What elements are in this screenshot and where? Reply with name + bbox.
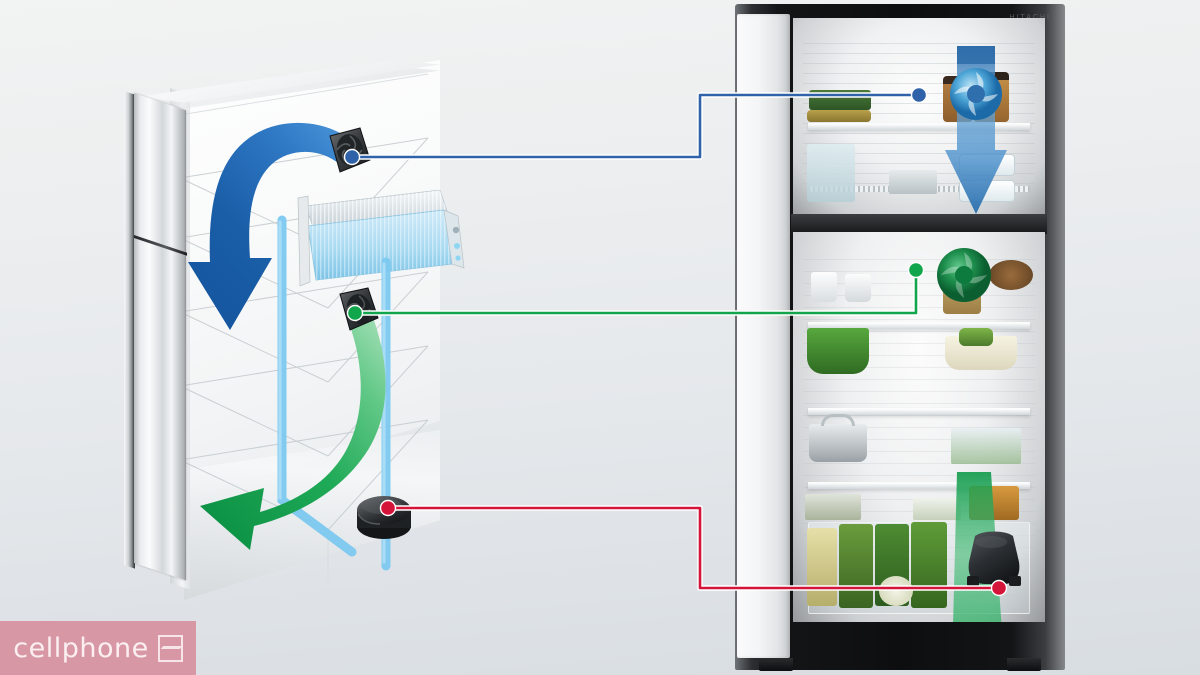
food-item xyxy=(845,274,871,302)
pot-handle xyxy=(821,414,855,426)
freezer-fan-unit[interactable] xyxy=(326,126,374,176)
fridge-airflow-arrow xyxy=(198,310,428,570)
watermark-logo-mark xyxy=(157,634,183,662)
door-front-panel xyxy=(134,93,186,581)
freezer-airflow-arrow xyxy=(180,112,400,382)
freezer-compartment xyxy=(793,18,1045,214)
food-item xyxy=(809,424,867,462)
fridge-fan-photo[interactable] xyxy=(935,246,993,304)
food-item xyxy=(889,170,937,194)
compressor-unit[interactable] xyxy=(348,490,420,546)
brand-logo: HITACHI xyxy=(1010,14,1051,21)
food-item xyxy=(807,528,837,606)
food-item xyxy=(807,144,855,202)
food-item xyxy=(879,576,913,606)
food-item xyxy=(839,524,873,608)
food-item xyxy=(809,90,871,110)
left-cutaway-diagram xyxy=(118,60,465,620)
watermark-badge: cellphone xyxy=(0,621,196,675)
compressor-photo[interactable] xyxy=(963,528,1025,590)
food-item xyxy=(811,272,837,302)
fridge-shelf-2 xyxy=(808,408,1030,415)
food-item xyxy=(989,260,1033,290)
fridge-fan-unit[interactable] xyxy=(336,286,382,336)
food-item xyxy=(959,328,993,346)
fridge-shelf-1 xyxy=(808,322,1030,329)
refrigerator-compartment xyxy=(793,232,1045,622)
food-item xyxy=(807,110,871,122)
cabinet-foot xyxy=(759,658,793,671)
right-refrigerator-photo: HITACHI xyxy=(735,4,1065,671)
freezer-fan-photo[interactable] xyxy=(948,66,1004,122)
watermark-text: cellphone xyxy=(13,632,149,664)
left-door-panel xyxy=(737,14,790,658)
food-item xyxy=(805,494,861,520)
cabinet-foot xyxy=(1007,658,1041,671)
compartment-divider xyxy=(791,214,1047,234)
food-item xyxy=(807,328,869,374)
evaporator-coil xyxy=(288,189,468,330)
fridge-shelf-3 xyxy=(808,482,1030,489)
food-item xyxy=(951,428,1021,464)
